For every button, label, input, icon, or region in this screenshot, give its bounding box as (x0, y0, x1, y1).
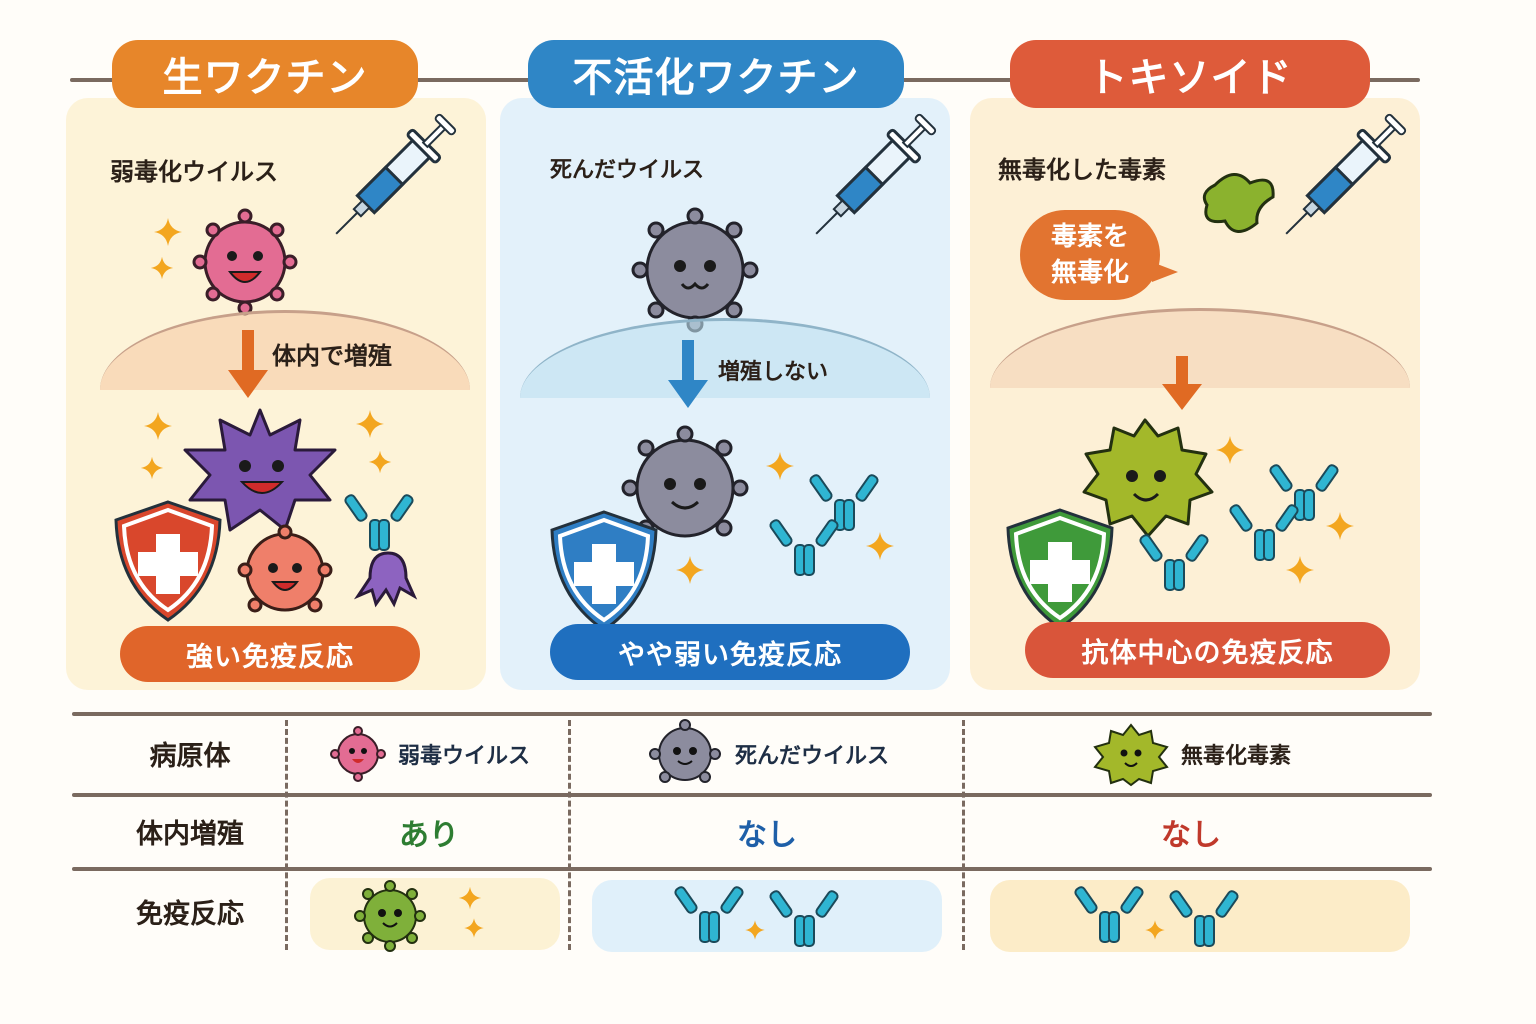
antibody-icon (342, 492, 416, 551)
table-column-divider (285, 720, 288, 950)
antibody-icon (672, 884, 841, 947)
callout-dead-virus: 死んだウイルス (550, 158, 705, 183)
speech-bubble-detoxify: 毒素を 無毒化 (1020, 210, 1178, 300)
pathogen-attenuated-virus: 弱毒ウイルス (397, 744, 530, 769)
bubble-line-2: 無毒化 (1050, 258, 1129, 288)
sparkle-icon (140, 412, 172, 480)
shield-cross-icon (114, 500, 222, 622)
result-antibody-immune-response: 抗体中心の免疫反応 (1025, 622, 1390, 678)
sparkle-icon (1216, 436, 1354, 584)
sparkle-icon (356, 410, 392, 474)
sparkle-icon (458, 886, 484, 938)
table-column-divider (962, 720, 965, 950)
pink-virus-icon (192, 208, 298, 316)
gray-virus-icon (648, 719, 721, 783)
bubble-line-1: 毒素を (1050, 222, 1129, 252)
table-column-divider (568, 720, 571, 950)
table-rule (72, 867, 1432, 871)
syringe-icon (800, 110, 940, 250)
pathogen-inactivated-toxin: 無毒化毒素 (1180, 744, 1291, 769)
sparkle-icon (150, 218, 182, 280)
syringe-icon (320, 110, 460, 250)
title-inactivated-vaccine: 不活化ワクチン (528, 40, 904, 108)
highlight-wash (592, 880, 942, 952)
title-live-vaccine: 生ワクチン (112, 40, 418, 108)
shield-cross-icon (1006, 508, 1114, 630)
coral-virus-icon (237, 524, 333, 613)
replication-toxoid: なし (1161, 818, 1221, 853)
result-strong-immune-response: 強い免疫反応 (120, 626, 420, 682)
highlight-wash (310, 878, 560, 950)
small-purple-virus-icon (353, 551, 418, 608)
result-moderate-immune-response: やや弱い免疫反応 (550, 624, 910, 680)
green-virus-icon (354, 880, 426, 952)
table-rule (72, 793, 1432, 797)
arrow-down-icon (668, 340, 708, 408)
row-header-replication: 体内増殖 (136, 819, 244, 850)
title-toxoid: トキソイド (1010, 40, 1370, 108)
row-header-pathogen: 病原体 (149, 741, 231, 772)
pink-virus-icon (329, 726, 386, 782)
table-cell: 死んだウイルス (572, 718, 962, 790)
row-header-immune-response: 免疫反応 (136, 899, 244, 930)
callout-attenuated-virus: 弱毒化ウイルス (110, 158, 278, 186)
table-rule (72, 712, 1432, 716)
replication-inactivated: なし (737, 818, 797, 853)
replication-live: あり (399, 818, 459, 853)
sparkle-icon (676, 452, 894, 584)
green-toxin-icon (1202, 173, 1275, 233)
arrow-down-icon (1162, 356, 1202, 410)
arrow-down-icon (228, 330, 268, 398)
shield-cross-icon (550, 510, 658, 632)
antibody-icon (1072, 884, 1241, 947)
pathogen-dead-virus: 死んだウイルス (734, 744, 889, 769)
table-cell: 弱毒ウイルス (290, 718, 568, 790)
purple-virus-icon (183, 408, 337, 532)
table-cell: 無毒化毒素 (966, 718, 1416, 790)
process-no-replication: 増殖しない (718, 360, 829, 385)
process-replicates-in-body: 体内で増殖 (272, 342, 392, 370)
green-toxin-icon (1093, 723, 1169, 787)
callout-inactivated-toxin: 無毒化した毒素 (998, 156, 1166, 184)
